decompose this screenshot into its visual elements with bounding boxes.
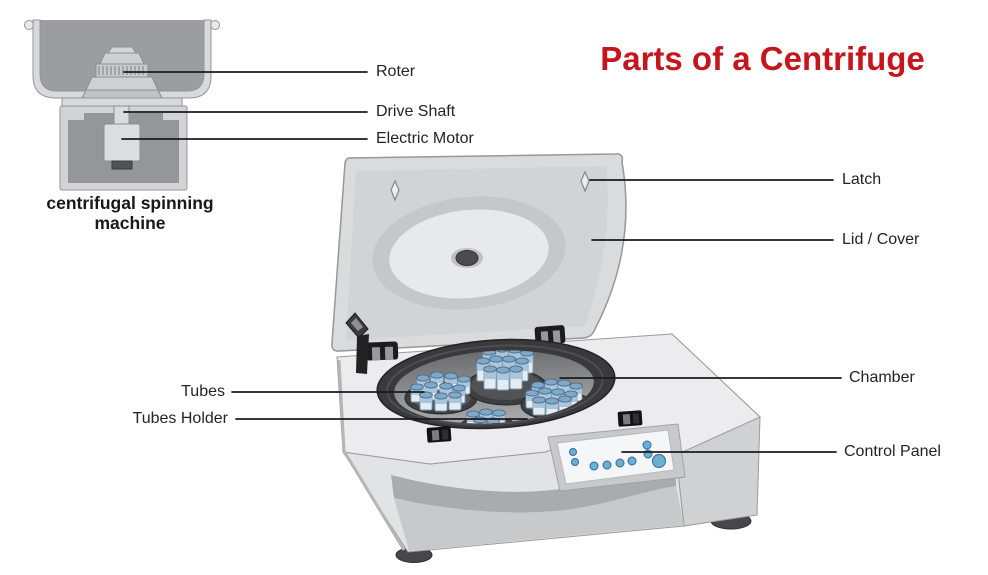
rotor-base <box>81 89 163 99</box>
inset-spinning-machine <box>24 19 220 191</box>
front-wave-band <box>391 467 676 513</box>
rotor-cap <box>99 52 145 65</box>
label-lid-cover: Lid / Cover <box>842 231 920 248</box>
label-roter: Roter <box>376 63 416 80</box>
bowl-right-curl <box>210 20 220 30</box>
housing-plate <box>61 97 183 107</box>
lid-handle <box>345 312 369 374</box>
front-lower-shade <box>394 486 684 551</box>
inset-caption: centrifugal spinning machine <box>25 193 235 233</box>
hinge-clip-left <box>365 341 399 361</box>
label-latch: Latch <box>842 171 882 188</box>
lid-latch-slot-left <box>390 179 400 202</box>
motor-foot <box>111 160 133 170</box>
drive-shaft <box>113 105 130 125</box>
centrifuge-machine <box>331 153 761 563</box>
rotor-knurl <box>95 63 149 78</box>
rotor-knurl-texture <box>98 66 144 75</box>
inset-caption-line1: centrifugal spinning <box>46 193 214 213</box>
leader-lines <box>121 71 842 453</box>
body-left-edge <box>337 359 406 551</box>
lid-latch-slot-right <box>580 170 590 193</box>
body-clip-right <box>617 410 643 427</box>
electric-motor <box>103 123 141 162</box>
lid-cover <box>331 153 627 352</box>
rotor-cap-top <box>107 46 137 54</box>
label-drive-shaft: Drive Shaft <box>376 103 456 120</box>
label-tubes-holder: Tubes Holder <box>132 410 228 427</box>
inset-caption-line2: machine <box>94 213 166 233</box>
label-chamber: Chamber <box>849 369 915 386</box>
body-clip-left <box>426 426 452 443</box>
label-control-panel: Control Panel <box>844 443 941 460</box>
chamber <box>376 338 616 430</box>
label-tubes: Tubes <box>181 383 225 400</box>
page-title: Parts of a Centrifuge <box>600 40 925 77</box>
control-panel <box>547 423 686 492</box>
rotor-flange <box>85 76 159 91</box>
bowl-wall <box>32 19 212 99</box>
bowl-left-curl <box>24 20 34 30</box>
housing-step-right <box>163 113 179 120</box>
lid-hub <box>455 250 479 266</box>
housing-step-left <box>68 113 84 120</box>
label-electric-motor: Electric Motor <box>376 130 474 147</box>
